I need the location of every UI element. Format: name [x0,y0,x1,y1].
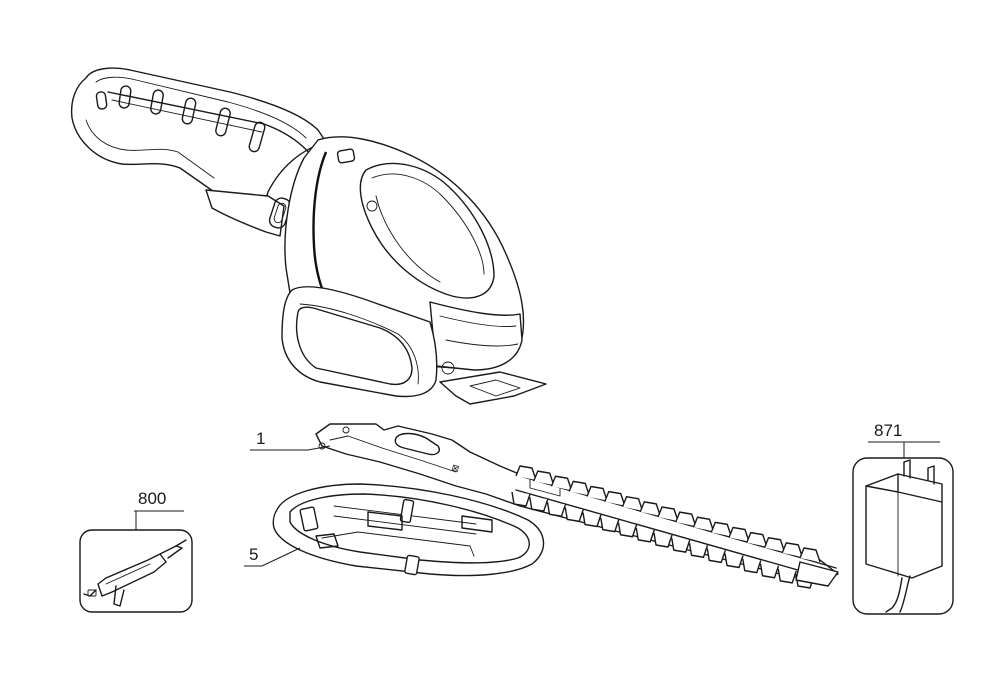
blade-tooth-upper [604,490,626,506]
blade-tooth-lower [529,497,549,512]
blade-tooth-lower [706,548,726,564]
blade-tooth-upper [728,526,750,542]
blade-tooth-upper [568,480,590,496]
grip-slots [95,85,266,153]
blade-tooth-upper [639,501,661,517]
blade-tooth-upper [746,531,768,547]
blade-tooth-lower [759,563,780,579]
blade-tooth-lower [777,568,797,584]
callout-label-1: 1 [256,429,265,448]
blade-tooth-lower [511,491,531,507]
blade-cover [272,483,545,577]
blade-tooth-lower [742,558,762,574]
blade-tooth-upper [675,511,697,527]
blade-tooth-lower [617,522,638,538]
charger-icon [865,459,943,613]
blade-tooth-lower [600,517,620,533]
callout-800: 800 [134,489,184,530]
blade-tooth-lower [635,527,655,543]
blade-tooth-upper [799,547,821,563]
callout-5: 5 [244,545,301,567]
callout-871: 871 [868,421,940,458]
callout-1: 1 [250,429,331,451]
blade-tooth-upper [657,506,679,522]
blade-tooth-upper [550,475,573,491]
svg-text:⊠: ⊠ [450,462,460,474]
blade-tooth-upper [533,470,555,486]
blade-tooth-lower [671,538,691,553]
blade-tooth-upper [710,521,732,537]
blade-tooth-lower [724,553,744,569]
blade-tooth-lower [688,543,709,558]
blade-tooth-upper [692,516,715,532]
blade-tooth-upper [763,537,786,552]
blade-tooth-lower [546,502,567,517]
blade-teeth-lower [511,491,815,589]
blade-teeth-upper [515,465,821,563]
blade-tooth-upper [586,485,608,501]
blade-assembly: ⊠ [315,423,839,589]
oil-bottle-icon [83,539,187,607]
blade-tooth-upper [515,465,537,481]
callout-label-5: 5 [249,545,258,564]
callout-label-871: 871 [874,421,902,440]
callout-label-800: 800 [138,489,166,508]
oil-bottle-inset [79,529,193,613]
charger-inset [852,457,954,615]
tool-body [70,67,547,405]
blade-tooth-lower [653,532,673,548]
blade-tooth-lower [564,507,584,523]
blade-tooth-upper [621,496,644,511]
blade-tooth-upper [781,542,803,558]
blade-tooth-lower [582,512,602,528]
